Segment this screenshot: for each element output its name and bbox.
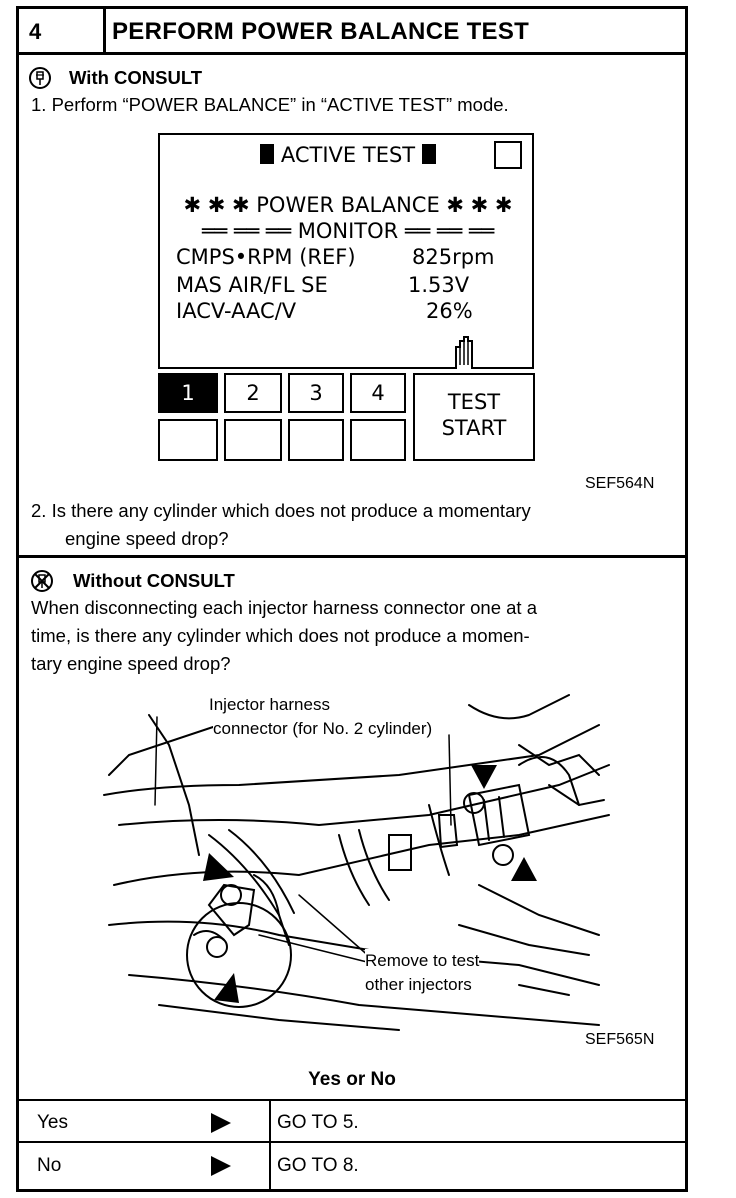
table-column-divider (269, 1099, 271, 1189)
step-number: 4 (29, 19, 42, 44)
step1-text: 1. Perform “POWER BALANCE” in “ACTIVE TE… (31, 94, 509, 115)
step-title: PERFORM POWER BALANCE TEST (112, 18, 530, 45)
blank-key-2[interactable] (224, 419, 282, 461)
section-divider (19, 555, 685, 558)
consult-not-connected-icon (31, 570, 53, 592)
action-yes[interactable]: GO TO 5. (277, 1112, 359, 1133)
cylinder-key-4[interactable]: 4 (350, 373, 406, 413)
title-block-left (260, 144, 275, 164)
screen-title: ACTIVE TEST (160, 143, 536, 167)
decision-heading: Yes or No (308, 1069, 396, 1090)
arrow-right-icon (211, 1113, 231, 1133)
cylinder-key-3[interactable]: 3 (288, 373, 344, 413)
without-para-line1: When disconnecting each injector harness… (31, 597, 537, 618)
power-balance-line: ✱ ✱ ✱ POWER BALANCE ✱ ✱ ✱ (183, 193, 513, 217)
procedure-table: 4 PERFORM POWER BALANCE TEST With CONSUL… (16, 6, 688, 1192)
table-line-middle (19, 1141, 685, 1143)
screen-title-text: ACTIVE TEST (280, 143, 416, 167)
test-start-line2: START (441, 416, 507, 440)
action-no[interactable]: GO TO 8. (277, 1155, 359, 1176)
monitor-label-rpm: CMPS•RPM (REF) (176, 245, 356, 269)
step2-text-line1: 2. Is there any cylinder which does not … (31, 500, 531, 521)
monitor-label-mas: MAS AIR/FL SE (176, 273, 328, 297)
header-divider (103, 9, 106, 52)
without-para-line2: time, is there any cylinder which does n… (31, 625, 530, 646)
figure-code-2: SEF565N (585, 1031, 655, 1048)
cylinder-key-1[interactable]: 1 (158, 373, 218, 413)
arrow-right-icon (211, 1156, 231, 1176)
step2-text-line2: engine speed drop? (65, 528, 229, 549)
without-consult-heading: Without CONSULT (73, 570, 235, 591)
engine-injector-illustration (103, 694, 610, 1031)
pointing-hand-icon (455, 336, 473, 369)
callout-remove-line1: Remove to test (365, 949, 480, 973)
consult-screen: ACTIVE TEST ✱ ✱ ✱ POWER BALANCE ✱ ✱ ✱ ══… (158, 133, 534, 369)
table-line-top (19, 1099, 685, 1101)
step-header: 4 PERFORM POWER BALANCE TEST (19, 9, 685, 55)
screen-checkbox[interactable] (494, 141, 522, 169)
without-para-line3: tary engine speed drop? (31, 653, 231, 674)
test-start-button[interactable]: TEST START (413, 373, 535, 461)
blank-key-3[interactable] (288, 419, 344, 461)
callout-injector-line1: Injector harness (209, 693, 330, 717)
callout-injector-line2: connector (for No. 2 cylinder) (213, 717, 433, 741)
title-block-right (421, 144, 436, 164)
with-consult-heading: With CONSULT (69, 67, 203, 88)
consult-connected-icon (29, 67, 51, 89)
figure-code-1: SEF564N (585, 475, 655, 492)
monitor-value-mas: 1.53V (408, 273, 470, 297)
monitor-value-rpm: 825rpm (412, 245, 495, 269)
answer-no: No (37, 1155, 62, 1176)
answer-yes: Yes (37, 1112, 68, 1133)
monitor-line: ══ ══ ══ MONITOR ══ ══ ══ (201, 219, 495, 243)
blank-key-4[interactable] (350, 419, 406, 461)
test-start-line1: TEST (447, 390, 501, 414)
blank-key-1[interactable] (158, 419, 218, 461)
callout-remove-line2: other injectors (365, 973, 472, 997)
monitor-value-iacv: 26% (426, 299, 473, 323)
monitor-label-iacv: IACV-AAC/V (176, 299, 297, 323)
cylinder-key-2[interactable]: 2 (224, 373, 282, 413)
